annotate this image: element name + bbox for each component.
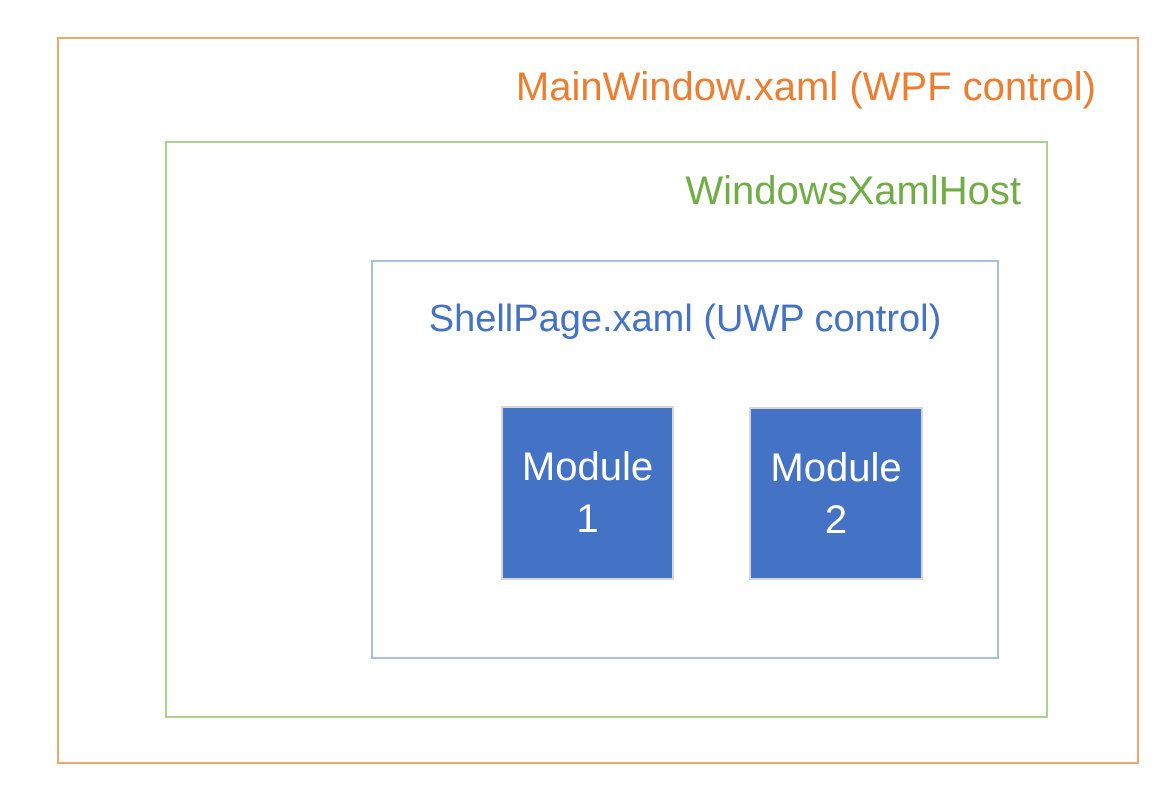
mainwindow-wpf-frame: MainWindow.xaml (WPF control) WindowsXam… — [57, 37, 1139, 764]
module-2-label: Module 2 — [770, 442, 901, 546]
module-1-tile: Module 1 — [501, 406, 674, 580]
module-1-label-line2: 1 — [576, 497, 599, 541]
shellpage-uwp-label: ShellPage.xaml (UWP control) — [428, 298, 942, 340]
module-2-label-line2: 2 — [824, 497, 848, 542]
module-1-label: Module 1 — [522, 441, 653, 545]
module-2-tile: Module 2 — [749, 407, 923, 580]
shellpage-uwp-frame: ShellPage.xaml (UWP control) Module 1 Mo… — [371, 260, 999, 659]
module-2-label-line1: Module — [770, 445, 902, 490]
mainwindow-wpf-label: MainWindow.xaml (WPF control) — [515, 65, 1096, 109]
windows-xaml-host-label: WindowsXamlHost — [685, 169, 1021, 213]
windows-xaml-host-frame: WindowsXamlHost ShellPage.xaml (UWP cont… — [165, 141, 1048, 718]
module-1-label-line1: Module — [521, 445, 654, 489]
